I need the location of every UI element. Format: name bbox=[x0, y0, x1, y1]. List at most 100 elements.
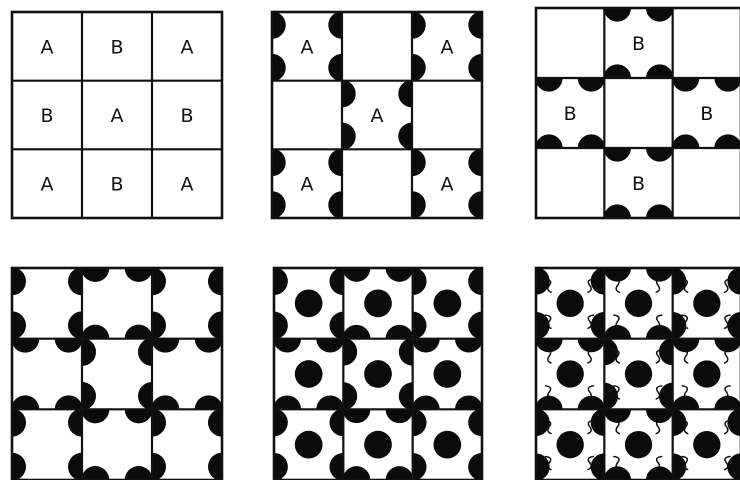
half-disc-shape bbox=[578, 396, 605, 410]
half-disc-shape bbox=[412, 395, 440, 409]
dot-shape bbox=[433, 431, 461, 459]
figure-frame bbox=[12, 268, 222, 480]
half-disc-shape bbox=[151, 395, 179, 409]
cell-label: A bbox=[371, 105, 384, 127]
half-disc-shape bbox=[604, 148, 631, 162]
half-disc-shape bbox=[82, 382, 96, 410]
half-disc-shape bbox=[468, 149, 482, 176]
dot-shape bbox=[557, 360, 584, 387]
half-disc-shape bbox=[328, 191, 342, 218]
half-disc-shape bbox=[208, 311, 222, 339]
cell-label: B bbox=[180, 105, 193, 127]
cell-label: B bbox=[700, 103, 713, 125]
half-disc-shape bbox=[274, 453, 288, 480]
half-disc-shape bbox=[399, 382, 413, 410]
half-disc-shape bbox=[672, 134, 699, 148]
half-disc-shape bbox=[152, 453, 166, 480]
cell-label: A bbox=[441, 174, 454, 196]
half-disc-shape bbox=[535, 134, 562, 148]
half-disc-shape bbox=[329, 312, 343, 340]
half-disc-shape bbox=[727, 267, 740, 294]
half-disc-shape bbox=[68, 267, 82, 295]
cell-label: A bbox=[111, 105, 124, 127]
half-disc-shape bbox=[468, 11, 482, 38]
dot-shape bbox=[295, 360, 323, 388]
half-disc-shape bbox=[646, 8, 673, 22]
half-disc-shape bbox=[386, 268, 414, 282]
half-disc-shape bbox=[208, 267, 222, 295]
half-disc-shape bbox=[195, 395, 223, 409]
dot-shape bbox=[433, 289, 461, 317]
half-disc-shape bbox=[714, 134, 740, 148]
dot-shape bbox=[557, 431, 584, 458]
half-disc-shape bbox=[272, 149, 286, 176]
cell-label: A bbox=[301, 174, 314, 196]
half-disc-shape bbox=[727, 409, 740, 436]
half-disc-shape bbox=[412, 149, 426, 176]
half-disc-shape bbox=[604, 64, 631, 78]
half-disc-shape bbox=[342, 123, 356, 150]
half-disc-shape bbox=[68, 409, 82, 437]
figure-pattern-with-squiggles bbox=[535, 267, 740, 480]
half-disc-shape bbox=[195, 339, 223, 353]
half-disc-shape bbox=[329, 409, 343, 437]
half-disc-shape bbox=[329, 267, 343, 295]
half-disc-shape bbox=[208, 409, 222, 437]
half-disc-shape bbox=[81, 466, 109, 480]
dot-shape bbox=[625, 431, 652, 458]
half-disc-shape bbox=[55, 339, 83, 353]
dot-shape bbox=[295, 431, 323, 459]
half-disc-shape bbox=[468, 312, 482, 340]
half-disc-shape bbox=[398, 80, 412, 107]
half-disc-shape bbox=[208, 453, 222, 480]
half-disc-shape bbox=[12, 453, 26, 480]
half-disc-shape bbox=[81, 409, 109, 423]
half-disc-shape bbox=[535, 78, 562, 92]
dot-shape bbox=[295, 289, 323, 317]
half-disc-shape bbox=[578, 78, 605, 92]
figure-combined-pattern bbox=[11, 267, 222, 480]
half-disc-shape bbox=[342, 80, 356, 107]
half-disc-shape bbox=[272, 11, 286, 38]
half-disc-shape bbox=[646, 204, 673, 218]
dot-shape bbox=[364, 431, 392, 459]
half-disc-shape bbox=[328, 149, 342, 176]
half-disc-shape bbox=[151, 339, 179, 353]
half-disc-shape bbox=[604, 204, 631, 218]
cell-label: A bbox=[181, 174, 194, 196]
half-disc-shape bbox=[152, 409, 166, 437]
half-disc-shape bbox=[272, 191, 286, 218]
cell-label: A bbox=[181, 36, 194, 58]
half-disc-shape bbox=[82, 338, 96, 366]
half-disc-shape bbox=[272, 54, 286, 81]
half-disc-shape bbox=[591, 312, 605, 339]
half-disc-shape bbox=[468, 453, 482, 480]
cell-label: A bbox=[301, 36, 314, 58]
half-disc-shape bbox=[316, 339, 344, 353]
dot-shape bbox=[625, 360, 652, 387]
half-disc-shape bbox=[646, 325, 673, 339]
half-disc-shape bbox=[591, 267, 605, 294]
half-disc-shape bbox=[68, 453, 82, 480]
half-disc-shape bbox=[152, 311, 166, 339]
half-disc-shape bbox=[578, 134, 605, 148]
half-disc-shape bbox=[81, 325, 109, 339]
half-disc-shape bbox=[412, 11, 426, 38]
dot-shape bbox=[693, 431, 720, 458]
half-disc-shape bbox=[412, 339, 440, 353]
half-disc-shape bbox=[659, 338, 673, 365]
half-disc-shape bbox=[386, 466, 414, 480]
dot-shape bbox=[693, 360, 720, 387]
half-disc-shape bbox=[591, 453, 605, 480]
half-disc-shape bbox=[646, 148, 673, 162]
half-disc-shape bbox=[152, 267, 166, 295]
dot-shape bbox=[433, 360, 461, 388]
half-disc-shape bbox=[413, 312, 427, 340]
dot-shape bbox=[364, 289, 392, 317]
half-disc-shape bbox=[343, 325, 371, 339]
half-disc-shape bbox=[274, 312, 288, 340]
half-disc-shape bbox=[343, 338, 357, 366]
half-disc-shape bbox=[468, 191, 482, 218]
cell-label: B bbox=[564, 103, 577, 125]
half-disc-shape bbox=[413, 267, 427, 295]
